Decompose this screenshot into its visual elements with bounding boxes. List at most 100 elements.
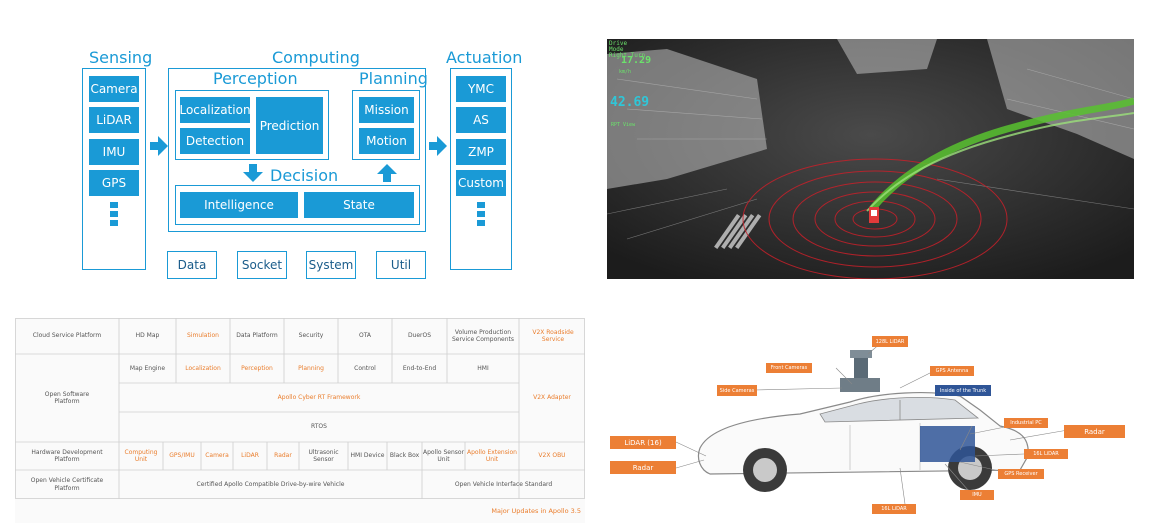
apollo-platform-table: Cloud Service Platform Open Software Pla…	[15, 318, 585, 523]
hud-drive-label: Drive	[609, 40, 628, 47]
decision-title: Decision	[270, 166, 339, 185]
label-16l-lidar-right: 16L LiDAR	[1024, 449, 1068, 459]
intelligence-block: Intelligence	[180, 192, 298, 218]
cell-lidar: LiDAR	[241, 452, 259, 460]
actuation-more-icon	[477, 220, 485, 226]
cell-v2x-adapter: V2X Adapter	[533, 394, 571, 402]
hud-unit: km/h	[619, 69, 632, 75]
actuation-zmp: ZMP	[456, 139, 506, 165]
hud-mode-label: Mode	[609, 46, 624, 53]
label-front-cameras: Front Cameras	[766, 363, 812, 373]
cell-vehicle-interface: Open Vehicle Interface Standard	[454, 480, 553, 488]
localization-block: Localization	[179, 97, 251, 123]
cell-data-platform: Data Platform	[236, 332, 278, 340]
arrow-right-icon	[150, 136, 168, 156]
cell-radar: Radar	[274, 452, 292, 460]
sensing-frame	[82, 68, 146, 270]
arrow-down-icon	[243, 164, 263, 182]
cell-black-box: Black Box	[389, 452, 420, 460]
sensing-more-icon	[110, 220, 118, 226]
cell-security: Security	[298, 332, 324, 340]
cell-v2x-obu: V2X OBU	[538, 452, 566, 460]
cell-camera: Camera	[205, 452, 229, 460]
actuation-ymc: YMC	[456, 76, 506, 102]
label-radar-left: Radar	[610, 461, 676, 474]
lidar-visualization: Drive Mode Right Turn 17.29 km/h 42.69 R…	[607, 39, 1134, 279]
label-128l-lidar: 128L LiDAR	[872, 336, 908, 347]
cell-ultrasonic: Ultrasonic Sensor	[308, 448, 339, 464]
table-footer: Major Updates in Apollo 3.5	[491, 506, 581, 515]
label-industrial-pc: Industrial PC	[1004, 418, 1048, 428]
actuation-more-icon	[477, 202, 485, 208]
mission-block: Mission	[359, 97, 414, 123]
speed-readout: 42.69	[610, 95, 650, 110]
cell-control: Control	[354, 364, 376, 372]
cell-simulation: Simulation	[187, 332, 219, 340]
cell-gps-imu: GPS/IMU	[169, 452, 195, 460]
planning-frame	[352, 90, 420, 160]
architecture-diagram: Sensing Computing Actuation Camera LiDAR…	[80, 40, 523, 290]
actuation-more-icon	[477, 211, 485, 217]
cell-perception: Perception	[241, 364, 273, 372]
car-illustration	[675, 341, 1069, 505]
arrow-up-icon	[377, 164, 397, 182]
sensing-camera: Camera	[89, 76, 139, 102]
util-util: Util	[376, 251, 426, 279]
cell-volume-production: Volume Production Service Components	[451, 328, 515, 344]
cell-localization: Localization	[185, 364, 221, 372]
sensing-gps: GPS	[89, 170, 139, 196]
perception-frame	[175, 90, 329, 160]
perception-title: Perception	[213, 69, 298, 88]
prediction-block: Prediction	[256, 97, 323, 154]
row-open-software: Open Software Platform	[44, 390, 90, 406]
motion-block: Motion	[359, 128, 414, 154]
view-label: RPT View	[611, 122, 636, 128]
util-system: System	[306, 251, 356, 279]
label-lidar-16: LiDAR (16)	[610, 436, 676, 449]
sensing-more-icon	[110, 202, 118, 208]
sensing-more-icon	[110, 211, 118, 217]
decision-frame	[175, 185, 420, 225]
vehicle-sensor-layout: 128L LiDAR Front Cameras GPS Antenna Sid…	[600, 330, 1145, 525]
computing-frame	[168, 68, 426, 232]
planning-title: Planning	[359, 69, 428, 88]
label-gps-antenna: GPS Antenna	[930, 366, 974, 376]
sensing-title: Sensing	[89, 48, 153, 67]
row-hardware: Hardware Development Platform	[31, 448, 103, 464]
actuation-frame	[450, 68, 512, 270]
sensing-lidar: LiDAR	[89, 107, 139, 133]
cell-computing-unit: Computing Unit	[124, 448, 158, 464]
state-block: State	[304, 192, 414, 218]
actuation-as: AS	[456, 107, 506, 133]
cell-dueros: DuerOS	[407, 332, 432, 340]
label-radar-right: Radar	[1064, 425, 1125, 438]
cell-cyber-rt: Apollo Cyber RT Framework	[277, 393, 361, 401]
label-trunk: Inside of the Trunk	[935, 385, 991, 396]
util-data: Data	[167, 251, 217, 279]
cell-sensor-unit: Apollo Sensor Unit	[422, 448, 465, 464]
actuation-title: Actuation	[446, 48, 523, 67]
row-cloud: Cloud Service Platform	[32, 332, 102, 340]
cell-end-to-end: End-to-End	[402, 364, 437, 372]
hud-value: 17.29	[621, 55, 652, 66]
label-side-cameras: Side Cameras	[717, 385, 757, 396]
cell-v2x-roadside: V2X Roadside Service	[532, 328, 574, 344]
hud-turn-label: Right Turn	[609, 52, 646, 59]
cell-hmi: HMI	[477, 364, 489, 372]
sensing-imu: IMU	[89, 139, 139, 165]
label-16l-lidar-bottom: 16L LiDAR	[872, 504, 916, 514]
cell-rtos: RTOS	[311, 423, 327, 431]
arrow-right-icon	[429, 136, 447, 156]
cell-map-engine: Map Engine	[129, 364, 166, 372]
cell-planning: Planning	[298, 364, 324, 372]
cell-extension-unit: Apollo Extension Unit	[467, 448, 517, 464]
detection-block: Detection	[180, 128, 250, 154]
label-imu: IMU	[960, 490, 994, 500]
table-grid	[15, 318, 585, 499]
actuation-custom: Custom	[456, 170, 506, 196]
row-vehicle: Open Vehicle Certificate Platform	[30, 477, 104, 492]
point-cloud-image	[607, 39, 1134, 279]
util-socket: Socket	[237, 251, 287, 279]
cell-ota: OTA	[358, 332, 372, 340]
cell-certified-vehicle: Certified Apollo Compatible Drive-by-wir…	[196, 480, 345, 488]
